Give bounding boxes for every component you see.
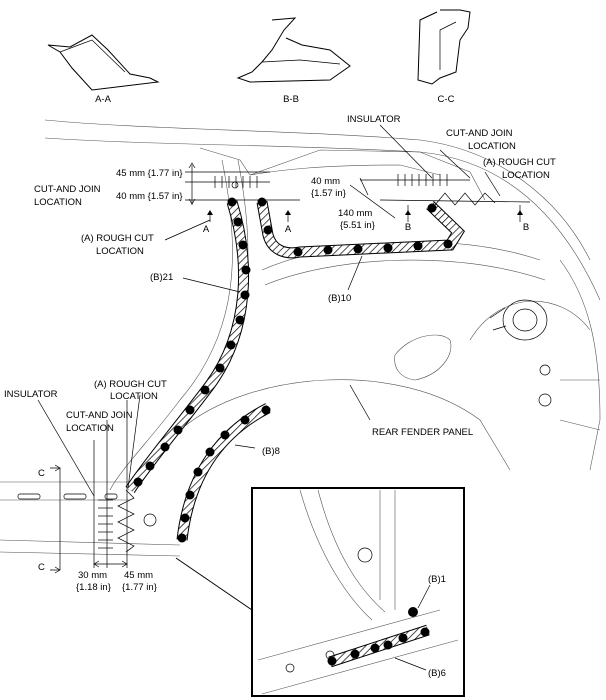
marker-a-left: A (203, 224, 210, 235)
b10-label: (B)10 (328, 293, 351, 304)
section-a-a: A-A (47, 34, 160, 105)
rough-cut-top-right-label: (A) ROUGH CUT (483, 157, 556, 168)
marker-a-right: A (285, 224, 292, 235)
cut-join-low-label-2: LOCATION (66, 423, 114, 434)
section-b-b: B-B (236, 17, 351, 105)
b6-label: (B)6 (428, 668, 446, 679)
marker-b-left: B (405, 222, 411, 233)
cut-join-top-right: B B (349, 124, 531, 233)
dim-30-label: 30 mm (78, 570, 107, 581)
insulator-left-label: INSULATOR (4, 389, 58, 400)
section-c-c: C-C (417, 9, 471, 105)
dim-30-label-2: {1.18 in} (76, 582, 111, 593)
labels: INSULATOR CUT-AND JOIN LOCATION (A) ROUG… (4, 114, 556, 679)
rear-fender-label: REAR FENDER PANEL (372, 427, 473, 438)
bead-b10 (256, 201, 466, 259)
cut-join-top-right-label: CUT-AND JOIN (446, 128, 513, 139)
cut-join-top-left: A A (185, 162, 300, 235)
dim-40-mid-label-2: {1.57 in} (311, 188, 346, 199)
b1-label: (B)1 (428, 574, 446, 585)
dim-45-bottom-label-2: {1.77 in} (122, 582, 157, 593)
cut-join-left-label: CUT-AND JOIN (34, 184, 101, 195)
dim-140-label: 140 mm (338, 208, 372, 219)
marker-b-right: B (523, 222, 529, 233)
marker-c-top: C (38, 468, 45, 479)
dim-40-mid-label: 40 mm (311, 176, 340, 187)
cut-join-left-label-2: LOCATION (34, 197, 82, 208)
b21-label: (B)21 (150, 272, 173, 283)
dim-45-bottom-label: 45 mm (124, 570, 153, 581)
rough-cut-left-label-2: LOCATION (96, 246, 144, 257)
rough-cut-top-right-label-2: LOCATION (502, 170, 550, 181)
dim-40-left-label: 40 mm {1.57 in} (116, 191, 183, 202)
rough-cut-low-label: (A) ROUGH CUT (94, 379, 167, 390)
cut-join-top-right-label-2: LOCATION (468, 141, 516, 152)
insulator-top-label: INSULATOR (347, 114, 401, 125)
cut-join-low-label: CUT-AND JOIN (66, 410, 133, 421)
b8-label: (B)8 (262, 446, 280, 457)
leader-lines (127, 219, 371, 489)
cut-join-bottom-left (37, 399, 135, 574)
dim-140-label-2: {5.51 in} (340, 220, 375, 231)
rough-cut-low-label-2: LOCATION (110, 391, 158, 402)
dim-45-top-label: 45 mm {1.77 in} (116, 168, 183, 179)
rough-cut-left-label: (A) ROUGH CUT (81, 233, 154, 244)
detail-inset (175, 487, 465, 697)
section-c-c-label: C-C (438, 94, 455, 105)
bead-b21 (125, 200, 250, 494)
section-a-a-label: A-A (95, 94, 112, 105)
section-b-b-label: B-B (283, 94, 299, 105)
marker-c-bottom: C (38, 562, 45, 573)
